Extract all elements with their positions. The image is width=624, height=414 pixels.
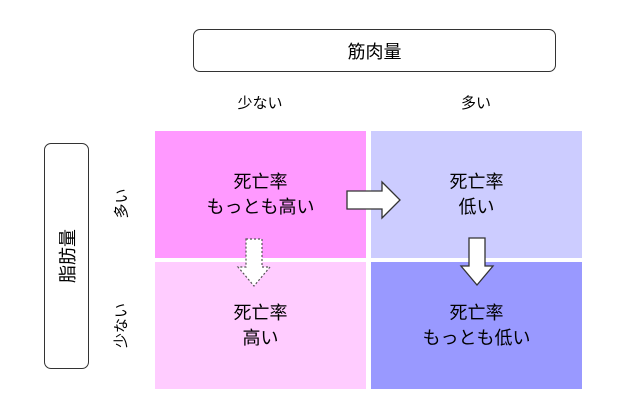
row-header-low-label: 少ない	[112, 302, 131, 348]
cell-high-fat-high-muscle: 死亡率 低い	[371, 131, 582, 258]
cell-low-fat-low-muscle: 死亡率 高い	[155, 262, 366, 389]
dashed-down-arrow-icon	[236, 238, 272, 287]
cell-title: 死亡率	[233, 171, 288, 193]
cell-title: 死亡率	[233, 302, 288, 324]
cell-value: 低い	[458, 196, 495, 218]
down-arrow-icon	[459, 237, 495, 287]
cell-value: もっとも高い	[206, 196, 315, 218]
cell-title: 死亡率	[449, 302, 504, 324]
cell-high-fat-low-muscle: 死亡率 もっとも高い	[155, 131, 366, 258]
muscle-mass-header: 筋肉量	[193, 29, 556, 72]
cell-value: もっとも低い	[422, 327, 531, 349]
fat-mass-header: 脂肪量	[44, 143, 89, 369]
cell-title: 死亡率	[449, 171, 504, 193]
row-header-high: 多い	[98, 148, 144, 258]
muscle-mass-label: 筋肉量	[347, 41, 402, 63]
cell-value: 高い	[242, 327, 279, 349]
fat-mass-label: 脂肪量	[57, 229, 79, 283]
right-arrow-icon	[346, 180, 401, 220]
row-header-high-label: 多い	[112, 187, 131, 219]
row-header-low: 少ない	[98, 262, 144, 388]
column-header-low: 少ない	[237, 94, 283, 112]
column-header-high: 多い	[460, 94, 491, 112]
